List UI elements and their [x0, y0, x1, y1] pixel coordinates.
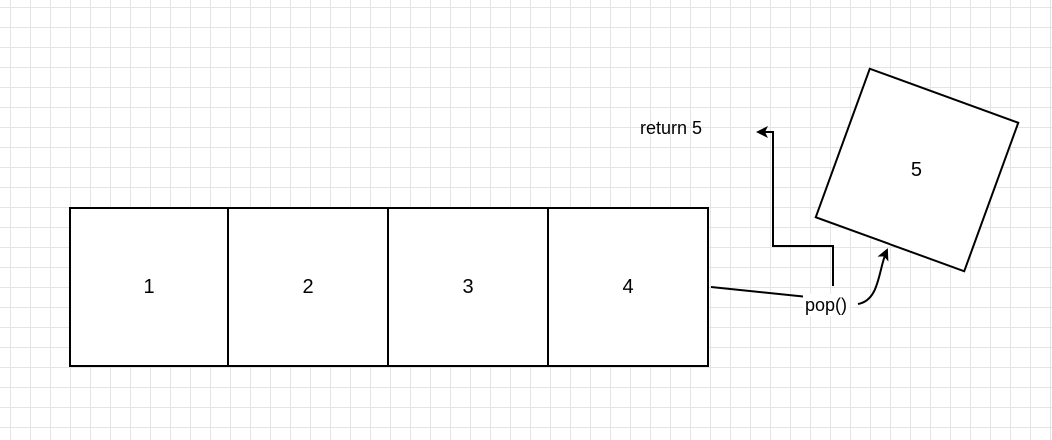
- popped-element-label: 5: [911, 158, 923, 181]
- stack-to-pop-line: [710, 286, 809, 298]
- stack-cell-1: 1: [69, 207, 229, 367]
- stack-cell-label: 4: [622, 275, 634, 298]
- stack-cell-3: 3: [389, 207, 549, 367]
- stack-cell-label: 2: [302, 275, 314, 298]
- stack-cell-label: 1: [143, 275, 155, 298]
- pop-operation-label: pop(): [803, 294, 850, 316]
- pop-to-element-arrow: [857, 248, 889, 305]
- stack-cell-4: 4: [549, 207, 709, 367]
- stack-cell-label: 3: [462, 275, 474, 298]
- popped-element: 5: [814, 67, 1020, 273]
- stack-cell-2: 2: [229, 207, 389, 367]
- return-value-label: return 5: [640, 118, 703, 138]
